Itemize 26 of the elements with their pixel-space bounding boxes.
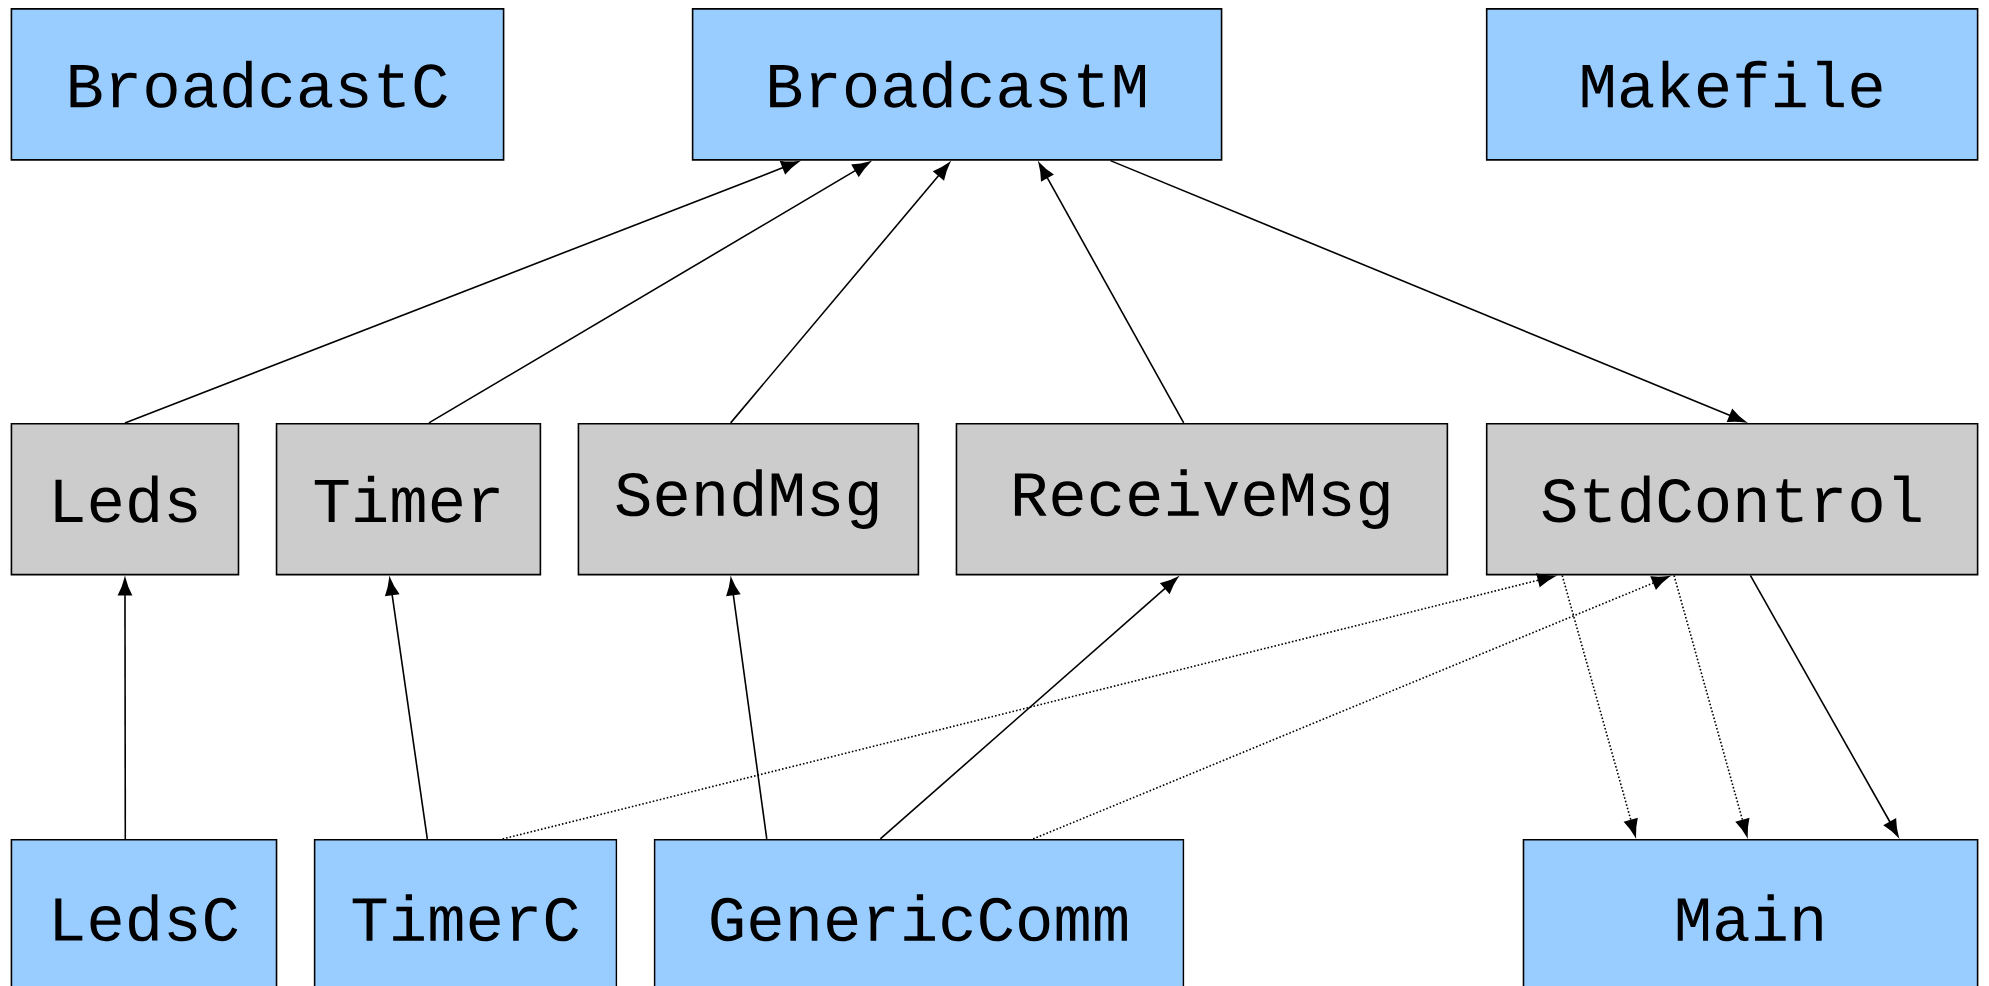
- module-box: GenericComm: [653, 838, 1185, 986]
- arrow: [428, 161, 871, 424]
- module-box: BroadcastC: [10, 8, 505, 161]
- module-box: BroadcastM: [691, 8, 1223, 161]
- module-box: Makefile: [1485, 8, 1979, 161]
- arrow: [1561, 574, 1638, 837]
- module-box: Main: [1522, 838, 1979, 986]
- module-box: Timer: [275, 422, 542, 576]
- module-box: StdControl: [1485, 422, 1979, 576]
- arrow: [385, 577, 429, 840]
- arrow: [1032, 575, 1670, 840]
- arrow: [118, 577, 132, 840]
- arrow: [1673, 574, 1750, 837]
- arrow: [729, 162, 950, 424]
- module-box: Leds: [10, 422, 240, 576]
- arrow: [879, 576, 1179, 840]
- arrow: [1109, 159, 1746, 423]
- arrow: [124, 161, 799, 424]
- module-box: ReceiveMsg: [955, 422, 1449, 576]
- arrow: [726, 577, 768, 840]
- arrow: [1749, 574, 1899, 837]
- arrow: [501, 573, 1555, 840]
- module-box: TimerC: [313, 838, 618, 986]
- module-box: SendMsg: [577, 422, 920, 576]
- arrow: [1038, 162, 1185, 424]
- module-box: LedsC: [10, 838, 278, 986]
